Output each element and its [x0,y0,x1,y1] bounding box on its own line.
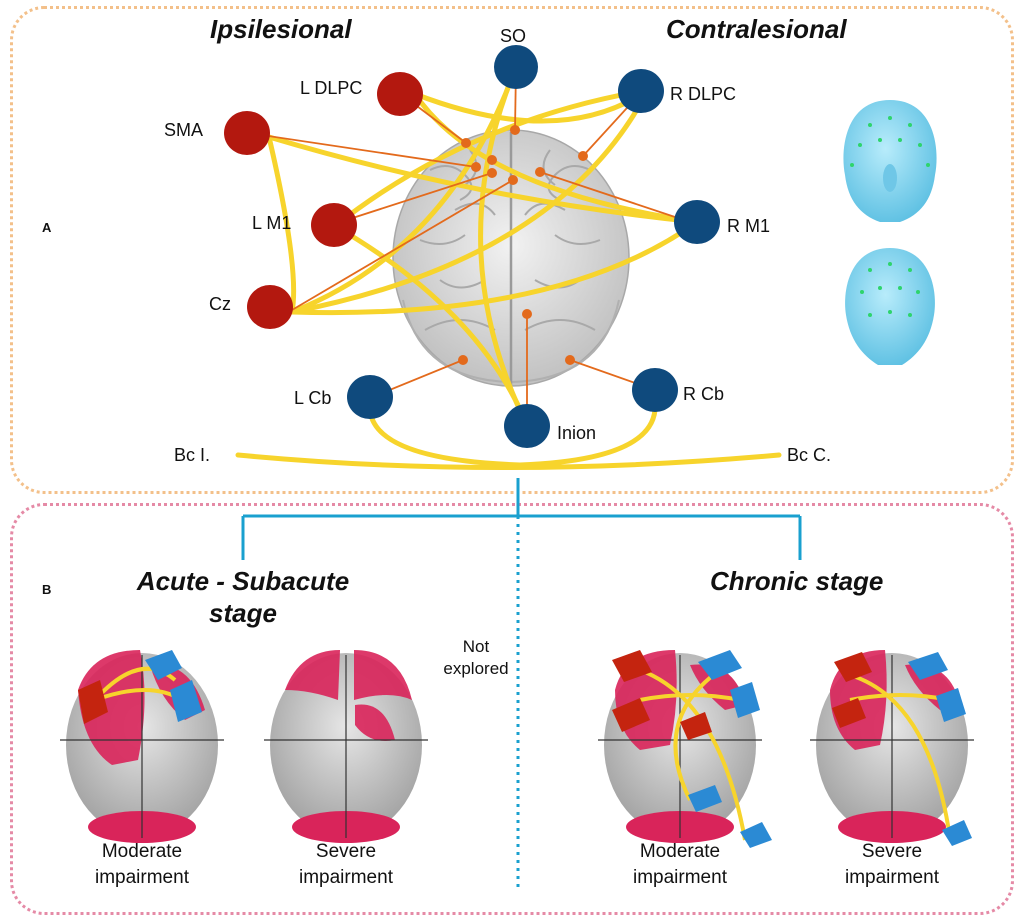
node-l-m1 [311,203,357,247]
label-inion: Inion [557,423,597,443]
label-r-dlpc: R DLPC [670,84,737,104]
acute-stage-title-line1: Acute - Subacute [136,566,350,596]
not-explored-line2: explored [443,659,509,678]
acute-stage-title-line2: stage [209,598,277,628]
head-model-front [843,100,937,222]
contralesional-header: Contralesional [666,14,847,44]
caption-acute-moderate-2: impairment [95,867,189,888]
head-model-back [845,248,935,365]
label-sma: SMA [164,120,204,140]
panel-a-frame [10,6,1014,494]
electrode-nodes [224,45,720,448]
label-l-cb: L Cb [294,388,332,408]
caption-chronic-severe-1: Severe [861,841,923,862]
brain-chronic-severe [810,650,974,846]
label-r-cb: R Cb [683,384,725,404]
ipsilesional-header: Ipsilesional [210,14,352,44]
label-bc-contra: Bc C. [787,445,832,465]
brain-acute-severe [264,650,428,843]
panel-a-letter: A [42,220,52,235]
chronic-stage-title: Chronic stage [710,566,884,596]
panel-b-letter: B [42,582,52,597]
stage-connector [241,478,802,892]
caption-acute-severe-1: Severe [315,841,377,862]
node-r-dlpc [618,69,664,113]
not-explored-line1: Not [462,637,490,656]
brain-acute-moderate [60,650,224,843]
label-l-m1: L M1 [252,213,292,233]
node-l-dlpc [377,72,423,116]
node-r-cb [632,368,678,412]
label-bc-ipsi: Bc I. [174,445,211,465]
node-cz [247,285,293,329]
node-sma [224,111,270,155]
label-so: SO [500,26,527,46]
caption-chronic-severe-2: impairment [845,867,939,888]
node-inion [504,404,550,448]
panel-b-frame [10,503,1014,915]
caption-chronic-moderate-1: Moderate [639,841,721,862]
label-l-dlpc: L DLPC [300,78,363,98]
electrode-pointers [247,66,691,420]
node-so [494,45,538,89]
node-l-cb [347,375,393,419]
brain-chronic-moderate [598,650,772,848]
caption-acute-severe-2: impairment [299,867,393,888]
label-r-m1: R M1 [727,216,771,236]
caption-acute-moderate-1: Moderate [101,841,183,862]
caption-chronic-moderate-2: impairment [633,867,727,888]
label-cz: Cz [209,294,231,314]
node-r-m1 [674,200,720,244]
